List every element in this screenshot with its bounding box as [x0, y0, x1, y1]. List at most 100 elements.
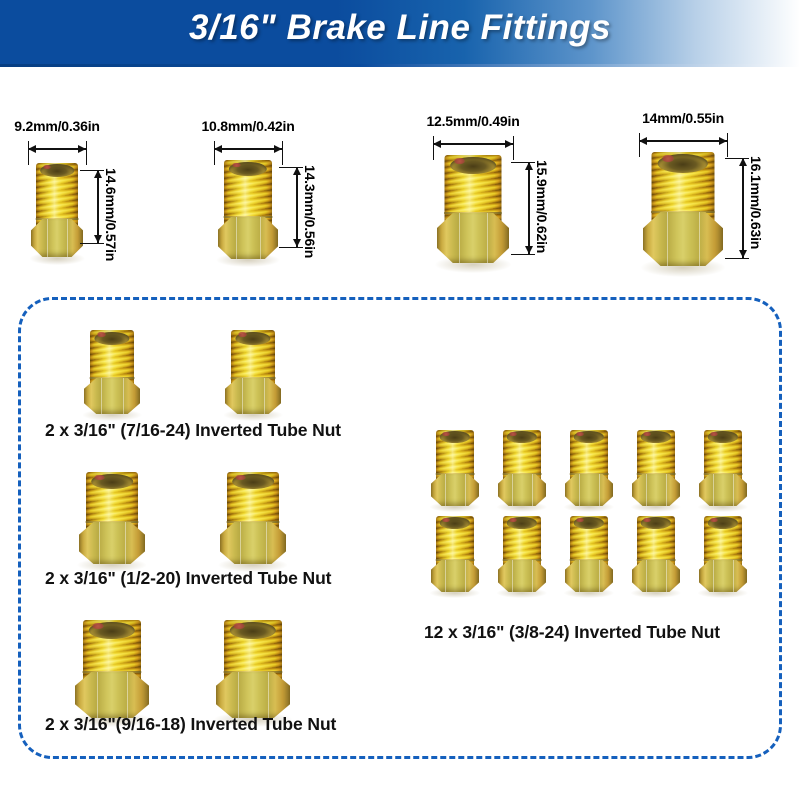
fitting-shadow: [697, 501, 749, 513]
fitting-hex-edge: [732, 560, 734, 592]
fitting-hex-edge: [445, 474, 447, 506]
fitting-hex-edge: [98, 522, 100, 564]
fitting-bore: [439, 517, 471, 529]
fitting-hex-edge: [267, 672, 269, 718]
fitting-shadow: [429, 587, 481, 599]
fitting-hex-edge: [67, 219, 69, 257]
fitting-bore-highlight: [442, 432, 450, 436]
spec-3-width-dim-tick-1: [513, 136, 515, 160]
fitting-bore-highlight: [235, 474, 246, 481]
fitting-hex-edge: [260, 217, 261, 259]
caption-group-1-2-20: 2 x 3/16" (1/2-20) Inverted Tube Nut: [45, 568, 332, 588]
spec-1-width-dim-arrow-left: [28, 144, 36, 153]
fitting-bore: [506, 517, 538, 529]
fitting-hex-edge: [458, 213, 460, 263]
spec-4-height-dim-tick-1: [725, 258, 749, 260]
fitting-hex-edge: [100, 378, 102, 414]
fitting-shadow: [496, 501, 548, 513]
fitting-hex-flange: [565, 474, 613, 506]
fitting-bore-highlight: [643, 432, 651, 436]
kit-fitting-group-9-16-18-1: [73, 620, 151, 728]
kit-fitting-group-3-8-24-10: [697, 516, 749, 599]
fitting-shadow: [429, 501, 481, 513]
fitting-hex-flange: [225, 378, 281, 414]
fitting-bore-highlight: [509, 518, 517, 522]
spec-4-height-dim-tick-0: [725, 158, 749, 160]
fitting-bore-highlight: [710, 432, 718, 436]
spec-3-height-dim-arrow-up: [524, 162, 533, 170]
fitting-hex-flange: [216, 672, 290, 718]
fitting-hex-edge: [713, 474, 715, 506]
fitting-bore-highlight: [643, 518, 651, 522]
fitting-hex-flange: [31, 219, 83, 257]
fitting-bore: [640, 517, 672, 529]
spec-2-height-dim-line: [296, 167, 298, 247]
fitting-hex-edge: [713, 560, 715, 592]
fitting-hex-flange: [643, 212, 723, 266]
spec-3-height-dim-label: 15.9mm/0.62in: [534, 160, 550, 254]
fitting-hex-edge: [598, 474, 600, 506]
spec-2-width-dim-tick-0: [214, 141, 216, 165]
fitting-hex-flange: [632, 474, 680, 506]
fitting-bore: [573, 517, 605, 529]
spec-2-width-dim-arrow-right: [274, 144, 282, 153]
fitting-bore: [707, 431, 739, 443]
spec-2-height-dim-arrow-down: [292, 239, 301, 247]
spec-4-width-dim-arrow-right: [719, 136, 727, 145]
fitting-hex-edge: [579, 474, 581, 506]
spec-2-height-dim-label: 14.3mm/0.56in: [302, 165, 318, 259]
spec-3-width-dim-tick-0: [433, 136, 435, 160]
fitting-hex-edge: [46, 219, 48, 257]
spec-1-width-dim-label: 9.2mm/0.36in: [14, 118, 100, 134]
spec-4-width-dim-label: 14mm/0.55in: [642, 110, 724, 126]
kit-fitting-group-9-16-18-2: [214, 620, 292, 728]
spec-3-height-dim-tick-0: [511, 162, 535, 164]
fitting-bore-highlight: [710, 518, 718, 522]
spec-3-width-dim-arrow-right: [505, 139, 513, 148]
fitting-hex-edge: [445, 560, 447, 592]
spec-1-height-dim-label: 14.6mm/0.57in: [103, 168, 119, 262]
fitting-hex-flange: [699, 474, 747, 506]
spec-4-height-dim-arrow-up: [738, 158, 747, 166]
spec-2-width-dim-label: 10.8mm/0.42in: [201, 118, 295, 134]
fitting-hex-edge: [646, 560, 648, 592]
fitting-hex-flange: [498, 474, 546, 506]
fitting-hex-edge: [264, 378, 266, 414]
fitting-bore: [640, 431, 672, 443]
kit-fitting-group-3-8-24-5: [697, 430, 749, 513]
spec-1-height-dim-arrow-up: [93, 170, 102, 178]
fitting-bore-highlight: [453, 158, 465, 164]
fitting-hex-flange: [84, 378, 140, 414]
fitting-bore-highlight: [509, 432, 517, 436]
kit-fitting-group-3-8-24-7: [496, 516, 548, 599]
fitting-hex-edge: [126, 672, 128, 718]
fitting-hex-flange: [498, 560, 546, 592]
fitting-hex-edge: [487, 213, 489, 263]
page-title: 3/16" Brake Line Fittings: [189, 8, 611, 47]
spec-fitting-3: [435, 155, 511, 273]
spec-4-width-dim-tick-1: [727, 133, 729, 157]
fitting-hex-edge: [598, 560, 600, 592]
fitting-bore-highlight: [231, 162, 242, 168]
fitting-hex-edge: [512, 474, 514, 506]
spec-3-height-dim-line: [528, 162, 530, 254]
fitting-hex-edge: [241, 378, 243, 414]
fitting-hex-edge: [125, 522, 127, 564]
kit-fitting-group-3-8-24-3: [563, 430, 615, 513]
fitting-hex-edge: [266, 522, 268, 564]
spec-fitting-2: [216, 160, 280, 268]
fitting-hex-edge: [667, 212, 668, 266]
fitting-bore-highlight: [576, 518, 584, 522]
fitting-hex-edge: [699, 212, 700, 266]
fitting-hex-flange: [75, 672, 149, 718]
kit-fitting-group-3-8-24-4: [630, 430, 682, 513]
spec-1-height-dim-line: [97, 170, 99, 243]
fitting-bore-highlight: [233, 623, 245, 629]
fitting-hex-edge: [732, 474, 734, 506]
kit-fitting-group-3-8-24-9: [630, 516, 682, 599]
spec-4-height-dim-line: [742, 158, 744, 258]
header-banner: [0, 0, 800, 64]
kit-fitting-group-1-2-20-1: [77, 472, 147, 573]
fitting-shadow: [630, 501, 682, 513]
fitting-bore-highlight: [42, 165, 52, 170]
